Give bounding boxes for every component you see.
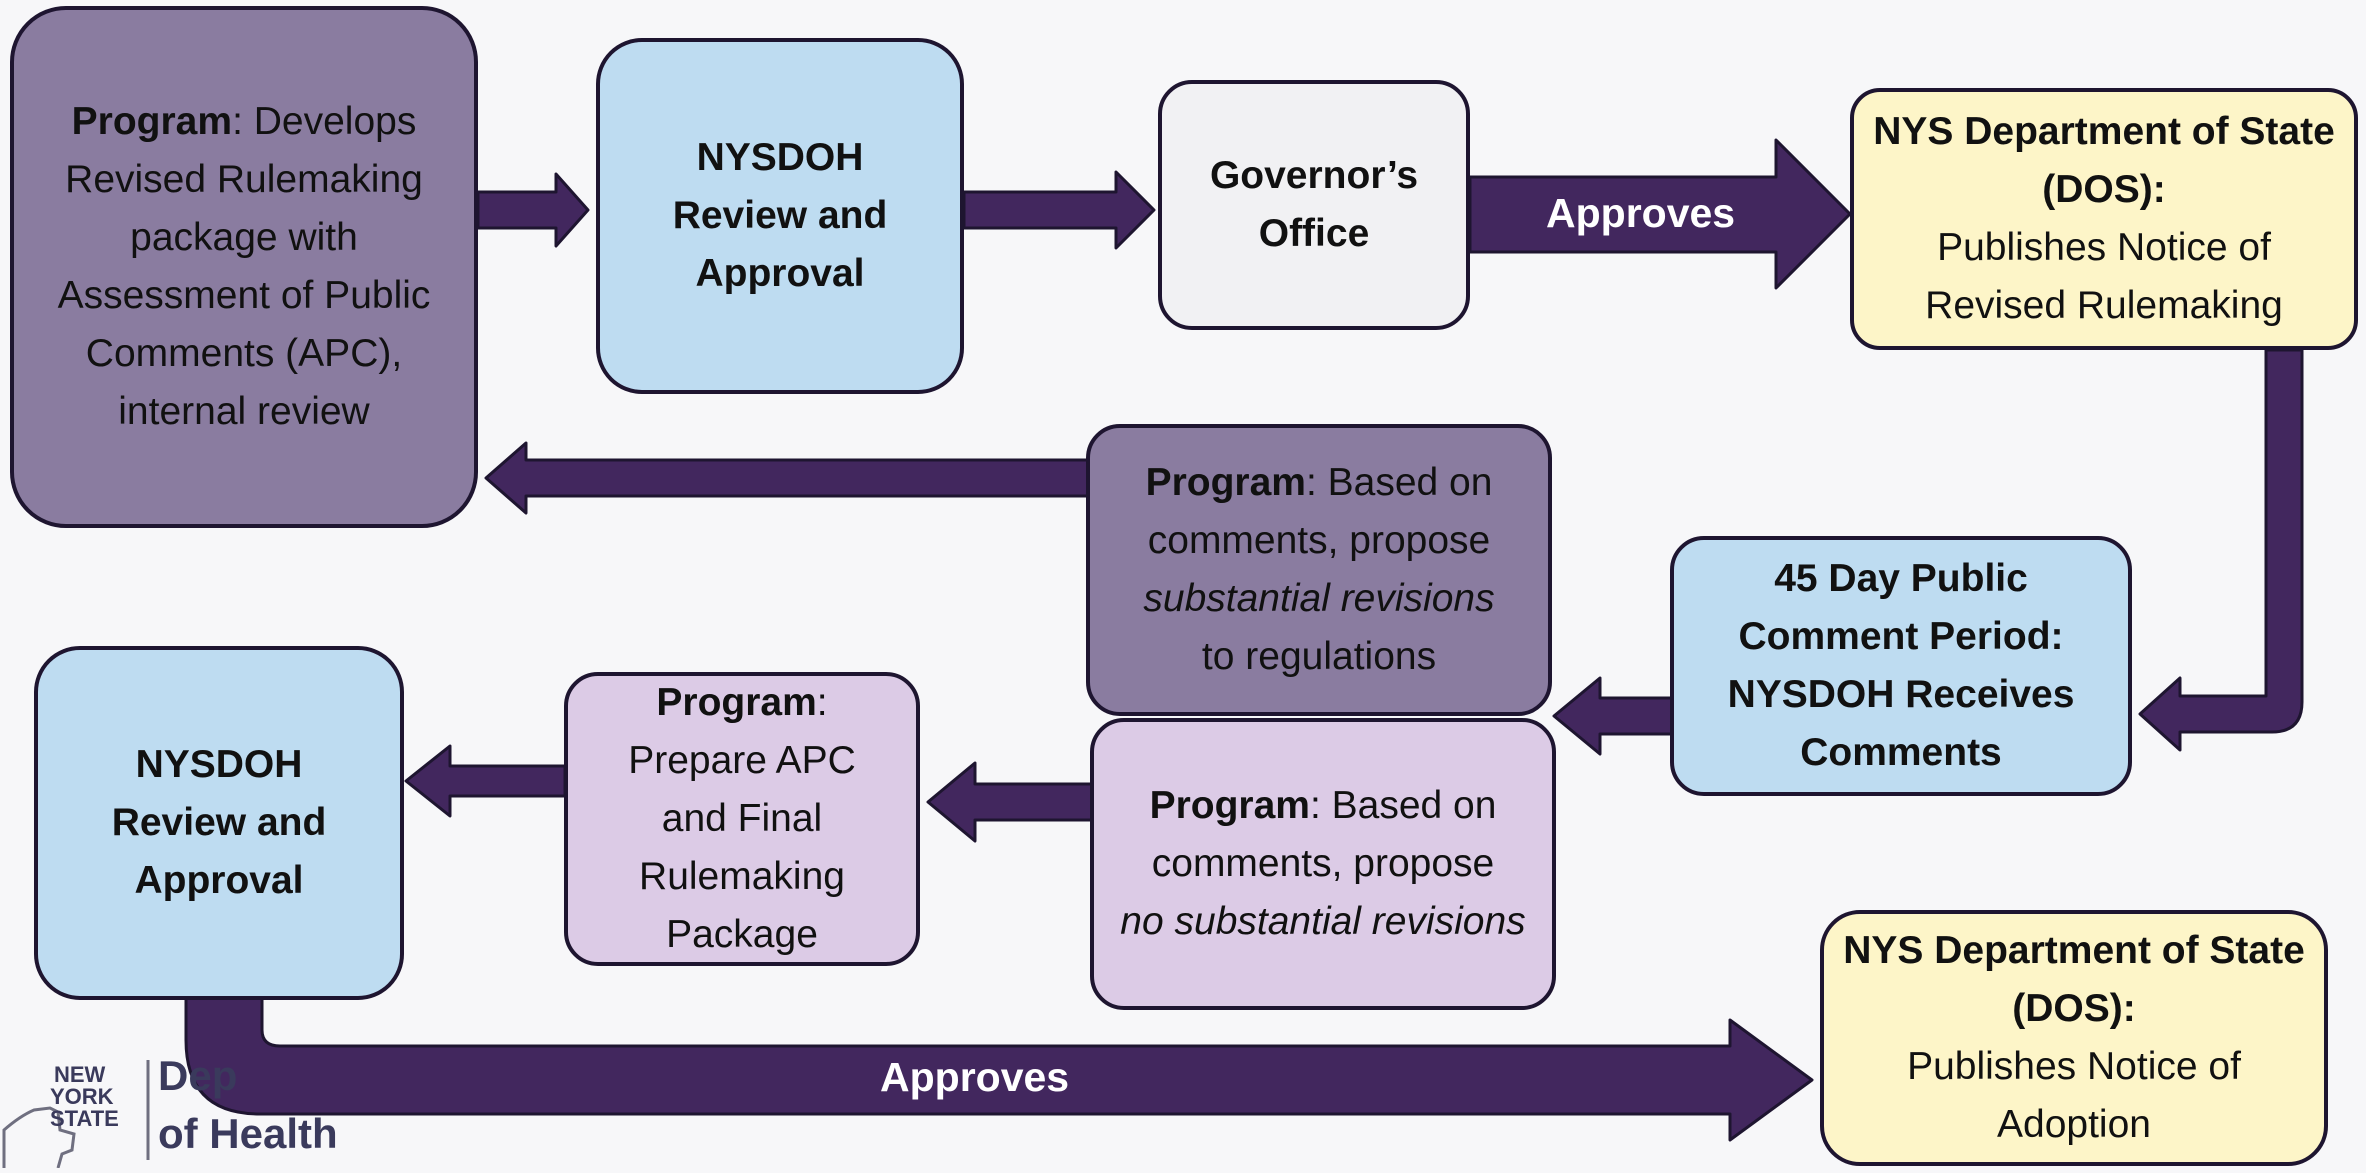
node-comment-period: 45 Day Public Comment Period: NYSDOH Rec…: [1670, 536, 2132, 796]
arrow-nosub-to-prepare: [926, 761, 1096, 843]
approves-label-bottom: Approves: [880, 1054, 1070, 1100]
logo-state: STATE: [50, 1106, 119, 1131]
node-program-develops: Program: Develops Revised Rulemaking pac…: [10, 6, 478, 528]
ny-state-outline-icon: [2, 1060, 150, 1169]
logo-york: YORK: [50, 1084, 114, 1109]
arrow-program-to-nysdoh: [476, 172, 590, 248]
logo-new: NEW: [54, 1062, 106, 1087]
node-nysdoh-review-1: NYSDOH Review and Approval: [596, 38, 964, 394]
arrow-nysdoh-approves-adoption: [184, 996, 1814, 1142]
arrow-dos-to-comment-period: [2138, 348, 2304, 752]
node-governors-office: Governor’s Office: [1158, 80, 1470, 330]
logo-of-health: of Health: [158, 1110, 338, 1157]
node-nysdoh-review-2: NYSDOH Review and Approval: [34, 646, 404, 1000]
nys-health-logo: NEW YORK STATE Dep of Health: [0, 1050, 360, 1169]
node-program-prepare-apc: Program: Prepare APC and Final Rulemakin…: [564, 672, 920, 966]
arrow-nysdoh-to-governor: [962, 170, 1156, 250]
logo-dept-partial: Dep: [158, 1052, 238, 1099]
node-dos-adoption: NYS Department of State (DOS):Publishes …: [1820, 910, 2328, 1166]
arrow-substantial-to-program: [484, 441, 1092, 515]
arrow-comment-to-programs: [1552, 676, 1674, 756]
arrow-governor-approves: [1468, 138, 1852, 290]
approves-label-top: Approves: [1546, 190, 1736, 236]
arrow-prepare-to-nysdoh: [404, 744, 567, 818]
node-dos-revised-rulemaking: NYS Department of State (DOS):Publishes …: [1850, 88, 2358, 350]
